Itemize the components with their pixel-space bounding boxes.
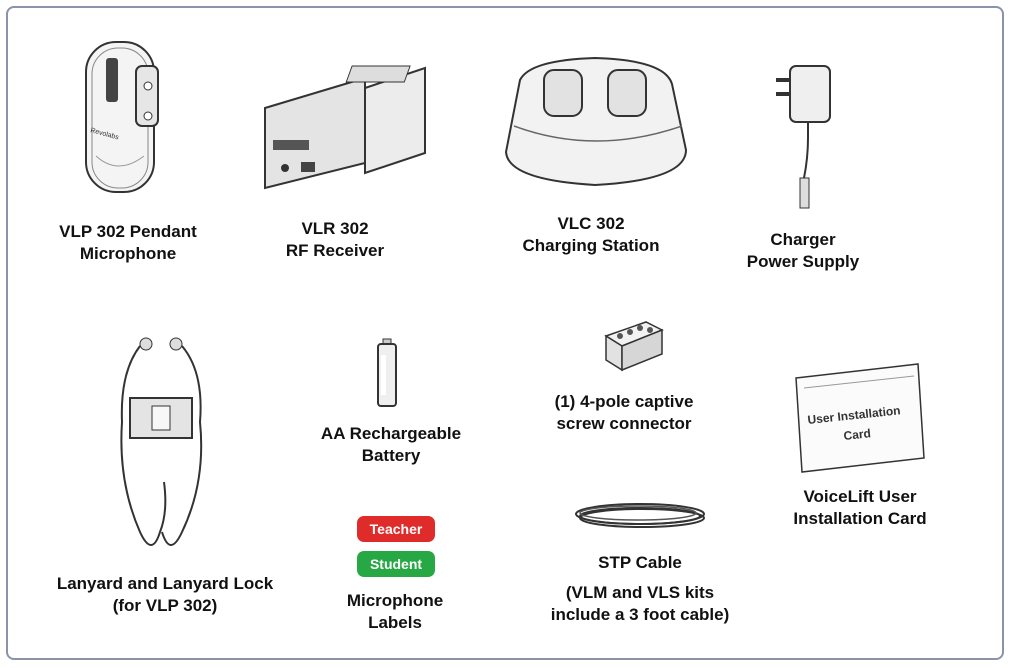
labels-label: Microphone Labels	[320, 590, 470, 634]
cable-label-line1: STP Cable	[598, 553, 682, 572]
cable-label-line3: include a 3 foot cable)	[550, 605, 730, 624]
receiver-label-line1: VLR 302	[301, 219, 369, 238]
pendant-microphone-image: Revolabs	[85, 41, 159, 193]
battery-label: AA Rechargeable Battery	[306, 423, 476, 467]
lanyard-label: Lanyard and Lanyard Lock (for VLP 302)	[30, 573, 300, 617]
rf-receiver-image	[264, 65, 426, 190]
connector-label-line2: screw connector	[556, 414, 692, 433]
stp-cable-image	[575, 503, 705, 528]
card-label-line1: VoiceLift User	[803, 487, 917, 506]
connector-label: (1) 4-pole captive screw connector	[526, 391, 722, 435]
installation-card-image: User Installation Card	[795, 363, 925, 473]
charging-label-line1: VLC 302	[557, 214, 625, 233]
connector-image	[604, 321, 664, 372]
card-label: VoiceLift User Installation Card	[770, 486, 950, 530]
receiver-label: VLR 302 RF Receiver	[255, 218, 415, 262]
cable-label: STP Cable (VLM and VLS kits include a 3 …	[520, 552, 760, 626]
receiver-label-line2: RF Receiver	[285, 241, 385, 260]
lanyard-label-line1: Lanyard and Lanyard Lock	[56, 574, 274, 593]
charger-image	[776, 65, 831, 209]
connector-label-line1: (1) 4-pole captive	[554, 392, 694, 411]
charging-station-image	[504, 56, 688, 187]
lanyard-label-line2: (for VLP 302)	[112, 596, 218, 615]
labels-label-line1: Microphone	[346, 591, 444, 610]
charger-label: Charger Power Supply	[738, 229, 868, 273]
charging-label: VLC 302 Charging Station	[496, 213, 686, 257]
battery-label-line2: Battery	[361, 446, 421, 465]
charging-label-line2: Charging Station	[522, 236, 660, 255]
package-contents-frame	[6, 6, 1004, 660]
student-tag: Student	[357, 551, 435, 577]
labels-label-line2: Labels	[368, 613, 422, 632]
card-label-line2: Installation Card	[793, 509, 927, 528]
cable-label-line2: (VLM and VLS kits	[565, 583, 715, 602]
pendant-label-line1: VLP 302 Pendant	[59, 222, 197, 241]
charger-label-line1: Charger	[770, 230, 836, 249]
lanyard-image	[120, 337, 203, 546]
card-image-text-2: Card	[843, 426, 872, 443]
battery-label-line1: AA Rechargeable	[320, 424, 462, 443]
teacher-tag: Teacher	[357, 516, 435, 542]
pendant-label: VLP 302 Pendant Microphone	[30, 221, 226, 265]
battery-image	[377, 338, 397, 407]
pendant-label-line2: Microphone	[79, 244, 177, 263]
charger-label-line2: Power Supply	[746, 252, 860, 271]
